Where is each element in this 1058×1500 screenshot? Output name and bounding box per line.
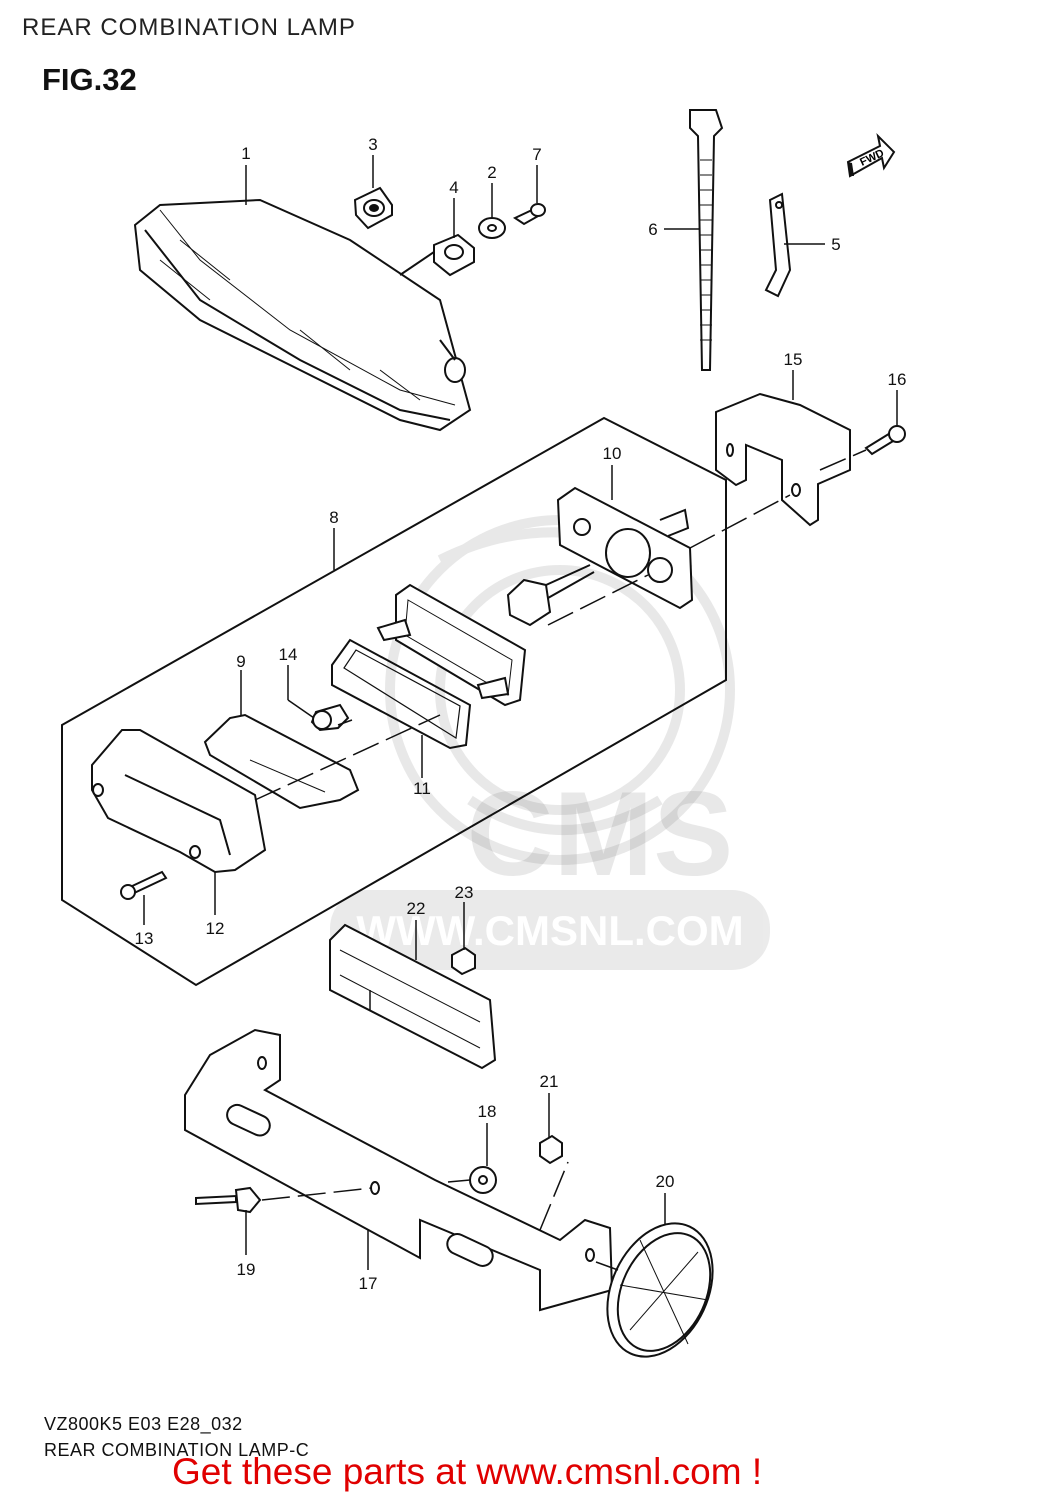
page-title: REAR COMBINATION LAMP xyxy=(22,14,356,41)
part-21-nut xyxy=(539,1134,563,1165)
callout-6: 6 xyxy=(648,220,657,239)
callout-9: 9 xyxy=(236,652,245,671)
callout-10: 10 xyxy=(603,444,622,463)
part-1-tail-lamp xyxy=(133,198,472,432)
callout-12: 12 xyxy=(206,919,225,938)
callout-4: 4 xyxy=(449,178,458,197)
diagram-code: VZ800K5 E03 E28_032 xyxy=(44,1414,243,1434)
callout-14: 14 xyxy=(279,645,298,664)
callout-20: 20 xyxy=(656,1172,675,1191)
part-16-screw xyxy=(864,425,906,456)
part-2-washer xyxy=(478,217,506,239)
promo-link[interactable]: Get these parts at www.cmsnl.com ! xyxy=(172,1451,763,1492)
callout-1: 1 xyxy=(241,144,250,163)
part-9-lens xyxy=(203,713,360,810)
watermark-text: WWW.CMSNL.COM CMS xyxy=(330,767,770,970)
watermark-url: WWW.CMSNL.COM xyxy=(356,907,743,954)
connector-lines xyxy=(254,449,867,1271)
callout-2: 2 xyxy=(487,163,496,182)
part-11-gasket xyxy=(331,638,472,750)
part-17-bracket xyxy=(184,1028,614,1312)
watermark-logo-text: CMS xyxy=(467,767,734,901)
bulb-socket xyxy=(506,564,595,627)
part-5-clip xyxy=(764,192,792,298)
part-8-license-lamp-box xyxy=(61,416,727,987)
callout-18: 18 xyxy=(478,1102,497,1121)
callout-5: 5 xyxy=(831,235,840,254)
part-23-nut xyxy=(451,946,476,976)
part-20-round-reflector xyxy=(606,1222,714,1358)
part-14-bulb xyxy=(310,703,350,732)
callout-11: 11 xyxy=(413,779,431,798)
callout-7: 7 xyxy=(532,145,541,164)
callout-8: 8 xyxy=(329,508,338,527)
part-18-washer xyxy=(469,1166,497,1194)
part-7-screw xyxy=(512,203,546,226)
part-6-cable-tie xyxy=(689,109,724,371)
callout-13: 13 xyxy=(135,929,154,948)
part-13-screw xyxy=(120,870,168,900)
part-4-rubber xyxy=(399,233,475,277)
part-15-bracket xyxy=(715,392,851,527)
callout-19: 19 xyxy=(237,1260,256,1279)
callout-22: 22 xyxy=(407,899,426,918)
part-22-reflector xyxy=(329,923,497,1070)
callout-16: 16 xyxy=(888,370,907,389)
part-12-housing xyxy=(91,729,267,874)
figure-label: FIG.32 xyxy=(42,62,137,97)
part-19-rivet xyxy=(195,1186,262,1214)
lamp-housing xyxy=(376,583,527,707)
callout-21: 21 xyxy=(540,1072,559,1091)
part-10-plate xyxy=(556,486,694,610)
callout-numbers: 1 2 3 4 5 6 7 8 9 10 11 12 13 14 15 16 1… xyxy=(135,135,907,1293)
callout-23: 23 xyxy=(455,883,474,902)
part-3-grommet xyxy=(353,186,393,230)
leader-lines xyxy=(143,155,898,1270)
fwd-label: FWD xyxy=(858,147,886,168)
callout-3: 3 xyxy=(368,135,377,154)
callout-15: 15 xyxy=(784,350,803,369)
callout-17: 17 xyxy=(359,1274,378,1293)
diagram-name: REAR COMBINATION LAMP-C xyxy=(44,1440,310,1460)
fwd-arrow-icon: FWD xyxy=(846,132,896,178)
